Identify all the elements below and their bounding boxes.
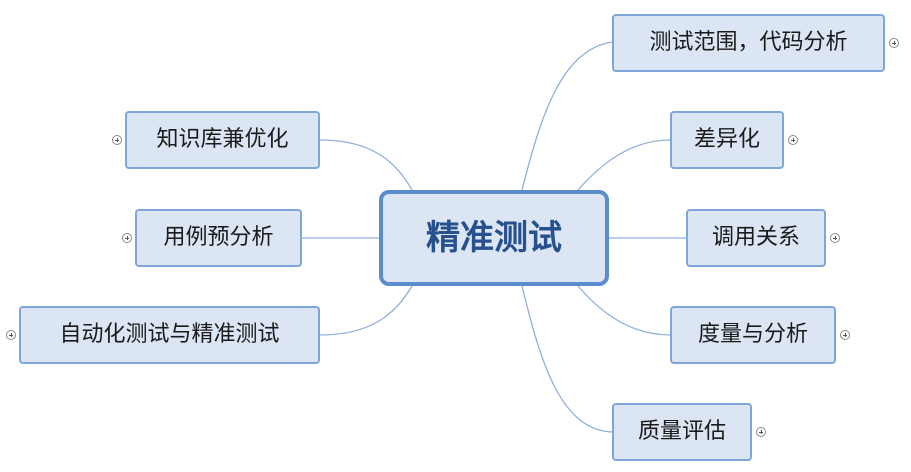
topic-knowledge-base-optimization[interactable]: 知识库兼优化 <box>125 111 320 169</box>
expand-icon[interactable] <box>840 330 850 340</box>
expand-icon[interactable] <box>112 135 122 145</box>
topic-test-scope-code-analysis[interactable]: 测试范围，代码分析 <box>612 14 885 72</box>
expand-icon[interactable] <box>830 233 840 243</box>
connector-right-2 <box>577 139 671 191</box>
topic-call-relations[interactable]: 调用关系 <box>686 209 826 267</box>
topic-automation-and-precision-testing[interactable]: 自动化测试与精准测试 <box>19 306 320 364</box>
connector-left-1 <box>319 139 413 191</box>
expand-icon[interactable] <box>756 427 766 437</box>
connector-right-5 <box>521 285 613 433</box>
expand-icon[interactable] <box>788 135 798 145</box>
topic-quality-assessment[interactable]: 质量评估 <box>612 403 752 461</box>
expand-icon[interactable] <box>122 233 132 243</box>
connector-right-1 <box>521 41 613 191</box>
topic-test-case-pre-analysis[interactable]: 用例预分析 <box>135 209 302 267</box>
topic-metrics-and-analysis[interactable]: 度量与分析 <box>670 306 836 364</box>
expand-icon[interactable] <box>889 38 899 48</box>
connector-right-4 <box>577 285 671 336</box>
connector-left-3 <box>319 285 413 336</box>
topic-differentiation[interactable]: 差异化 <box>670 111 784 169</box>
central-topic[interactable]: 精准测试 <box>379 190 609 286</box>
expand-icon[interactable] <box>6 330 16 340</box>
